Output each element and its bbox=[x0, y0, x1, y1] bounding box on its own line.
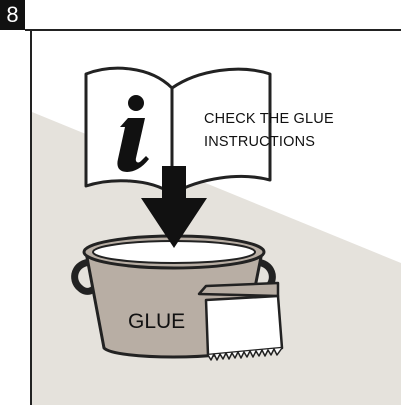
bucket-label: GLUE bbox=[128, 310, 208, 334]
step-number-badge: 8 bbox=[0, 0, 25, 30]
trowel-handle bbox=[199, 283, 278, 296]
book-right-page bbox=[172, 69, 270, 194]
instruction-text-line-1: CHECK THE GLUE bbox=[204, 111, 374, 127]
info-icon-dot bbox=[128, 95, 144, 111]
notched-trowel-icon bbox=[199, 283, 282, 360]
instruction-text-line-2: INSTRUCTIONS bbox=[204, 134, 374, 150]
trowel-blade bbox=[206, 296, 282, 355]
